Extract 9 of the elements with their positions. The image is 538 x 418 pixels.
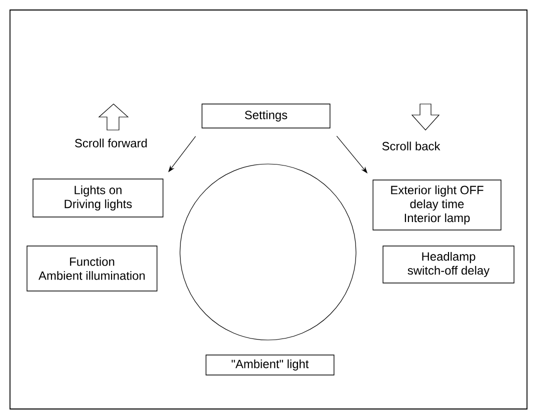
menu-item-box: Settings bbox=[202, 104, 330, 128]
circle bbox=[180, 164, 356, 340]
scroll-label: Scroll forward bbox=[75, 138, 147, 148]
menu-item-box: Exterior light OFF delay time Interior lamp bbox=[372, 180, 502, 230]
menu-item-box: "Ambient" light bbox=[206, 354, 334, 376]
menu-item-box: Lights on Driving lights bbox=[32, 178, 164, 218]
scroll-label: Scroll back bbox=[382, 142, 440, 150]
menu-item-box: Headlamp switch-off delay bbox=[382, 246, 514, 284]
menu-item-box: Function Ambient illumination bbox=[26, 246, 158, 292]
